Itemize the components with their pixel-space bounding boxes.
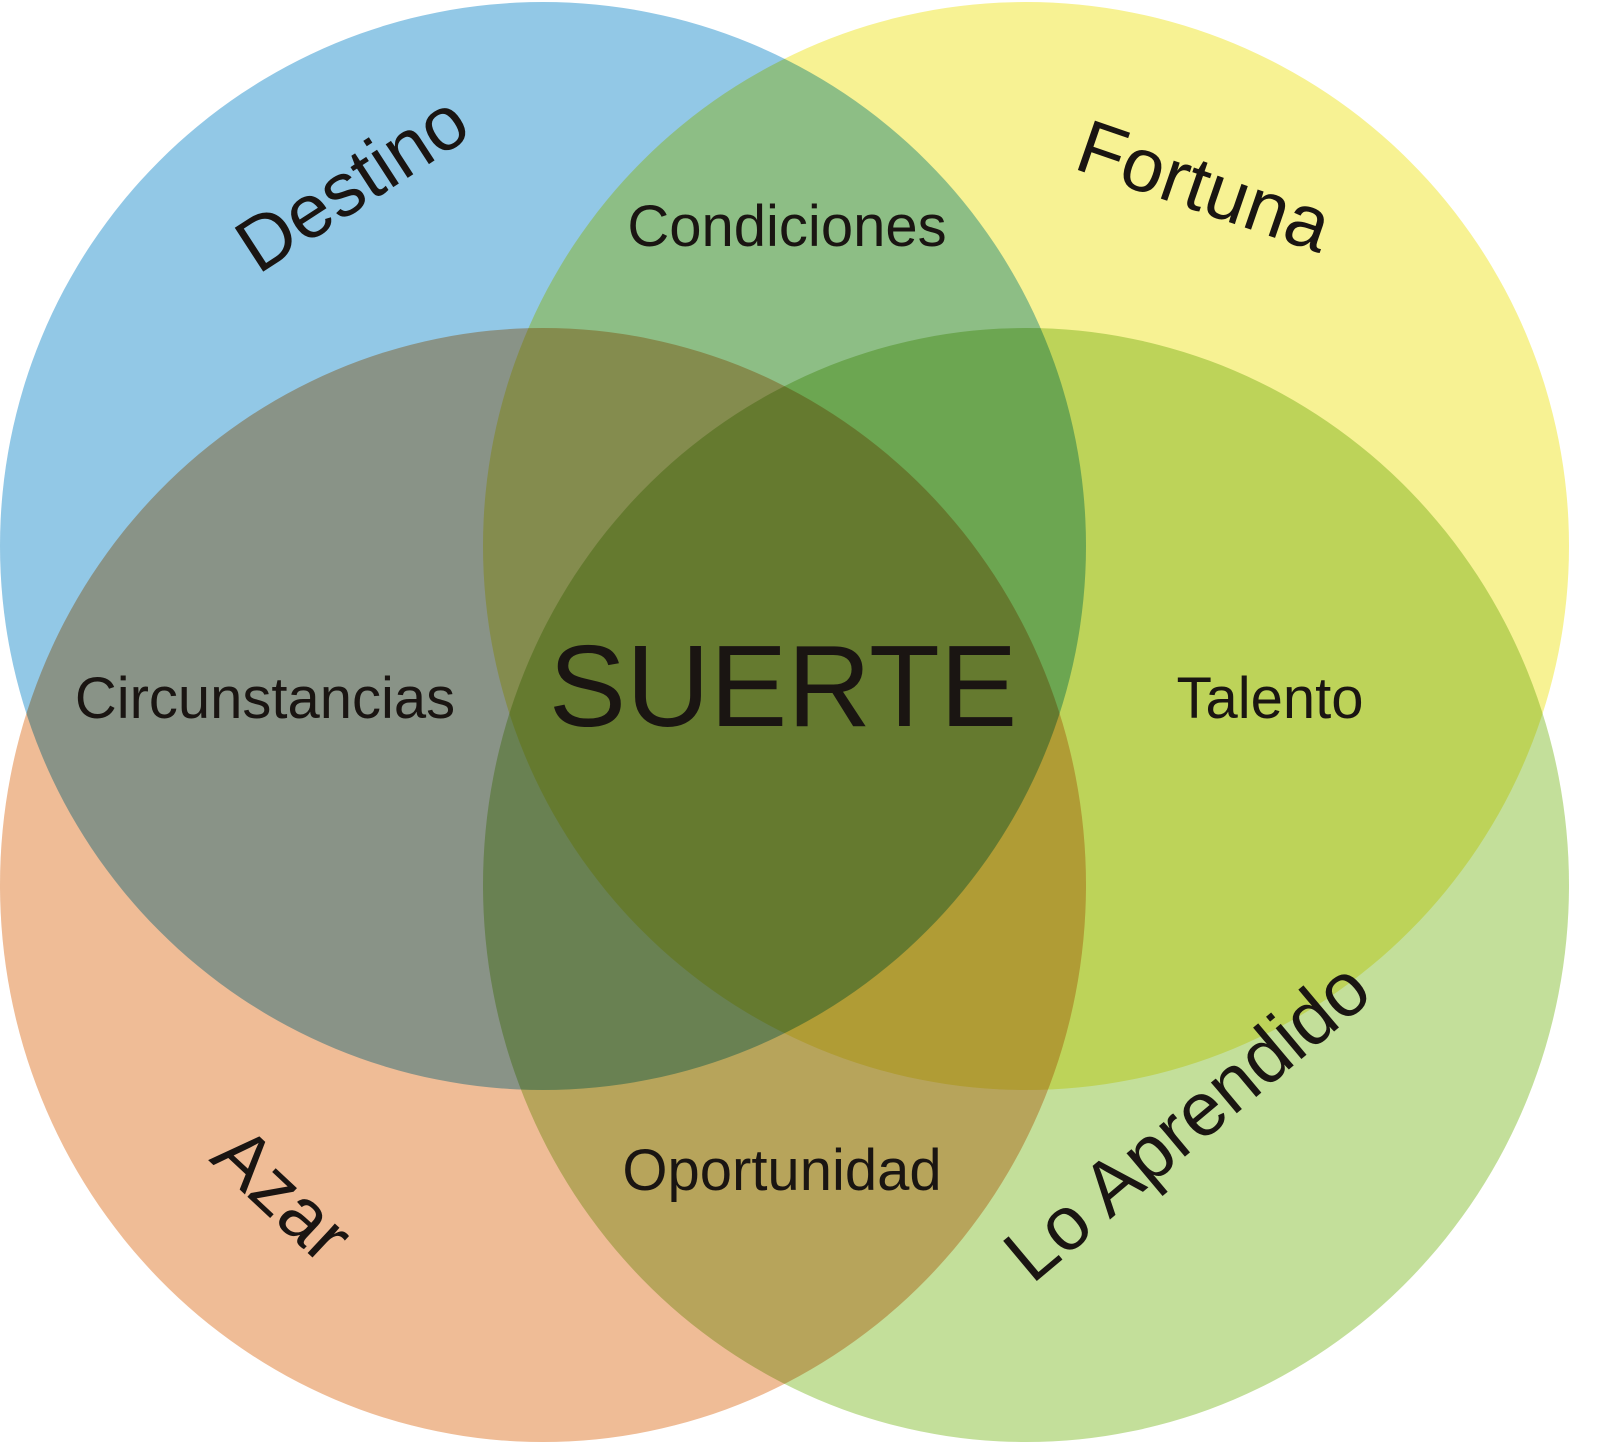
set-lo-aprendido-circle bbox=[483, 328, 1569, 1442]
venn-sets bbox=[0, 2, 1569, 1442]
center-label-suerte: SUERTE bbox=[549, 621, 1017, 751]
intersection-label-talento: Talento bbox=[1176, 666, 1363, 731]
intersection-label-condiciones: Condiciones bbox=[627, 194, 946, 259]
intersection-label-circunstancias: Circunstancias bbox=[75, 666, 455, 731]
intersection-label-oportunidad: Oportunidad bbox=[622, 1138, 941, 1203]
